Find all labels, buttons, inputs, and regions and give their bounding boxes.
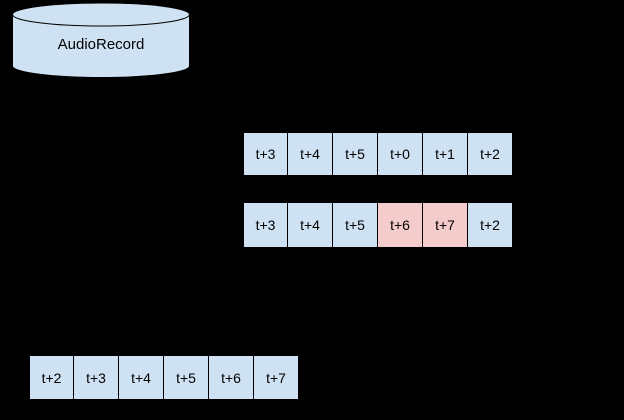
buffer-cell-tplus2: t+2 <box>29 355 74 400</box>
buffer-cell-tplus2: t+2 <box>468 202 513 248</box>
buffer-cell-tplus7: t+7 <box>254 355 299 400</box>
buffer-cell-tplus6: t+6 <box>378 202 423 248</box>
audiorecord-cylinder: AudioRecord <box>12 2 190 79</box>
buffer-cell-tplus5: t+5 <box>333 132 378 176</box>
buffer-cell-tplus4: t+4 <box>119 355 164 400</box>
buffer-cell-tplus7: t+7 <box>423 202 468 248</box>
cylinder-label: AudioRecord <box>57 35 145 53</box>
buffer-cell-tplus2: t+2 <box>468 132 513 176</box>
buffer-cell-tplus3: t+3 <box>243 132 288 176</box>
buffer-cell-tplus3: t+3 <box>243 202 288 248</box>
buffer-cell-tplus5: t+5 <box>164 355 209 400</box>
buffer-cell-tplus5: t+5 <box>333 202 378 248</box>
database-cylinder-icon <box>12 2 190 79</box>
buffer-cell-tplus4: t+4 <box>288 132 333 176</box>
buffer-cell-tplus1: t+1 <box>423 132 468 176</box>
buffer-cell-tplus3: t+3 <box>74 355 119 400</box>
buffer-cell-tplus6: t+6 <box>209 355 254 400</box>
buffer-cell-tplus4: t+4 <box>288 202 333 248</box>
buffer-cell-tplus0: t+0 <box>378 132 423 176</box>
